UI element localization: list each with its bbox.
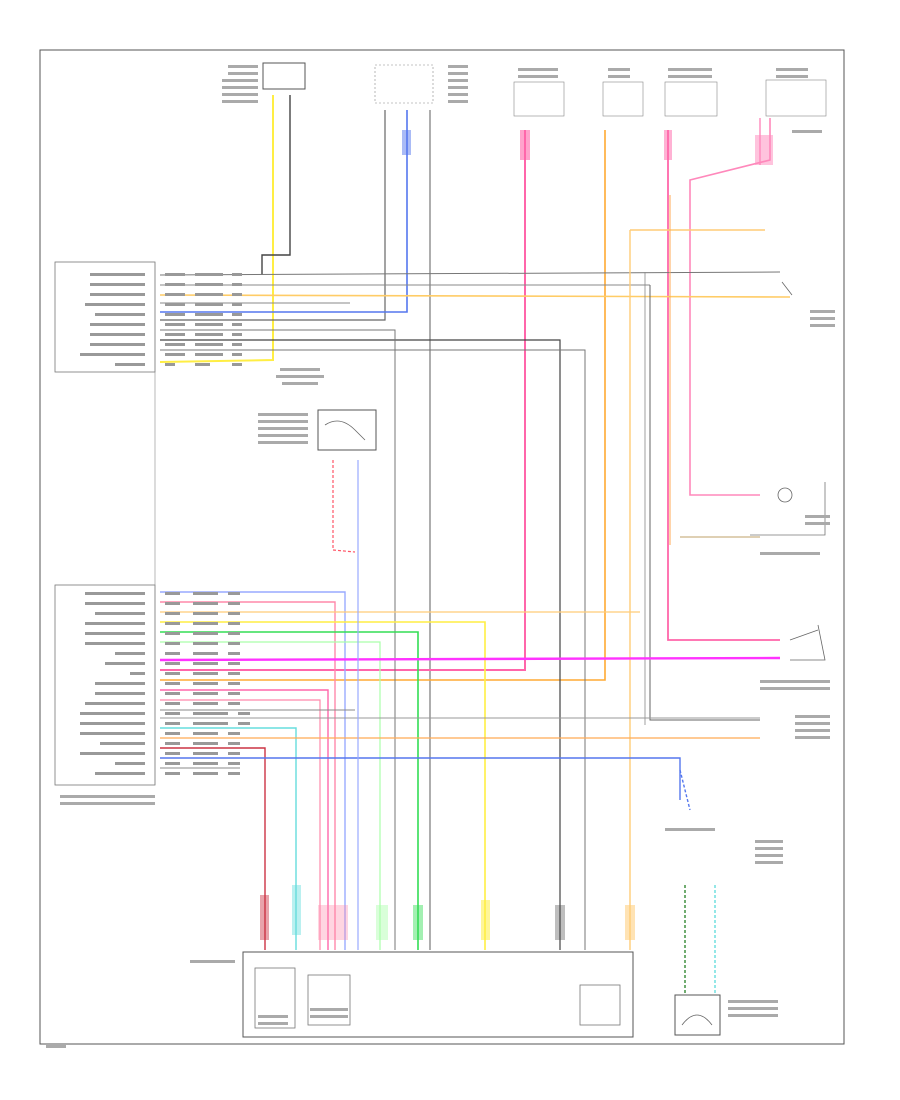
top-pin-bar-1 <box>520 130 530 160</box>
fuse-box-top <box>262 62 306 90</box>
wire-lower-lightblue <box>160 591 346 950</box>
wire-upper-3 <box>159 294 791 298</box>
pcm-pin-labels-lower <box>80 592 250 775</box>
pressure-control-solenoid <box>254 967 296 1029</box>
wire-orange-hot <box>160 130 606 681</box>
pcm-pin-labels-upper <box>80 273 242 366</box>
top-pin-bar-10 <box>481 900 490 940</box>
wire-blue-center <box>160 110 408 313</box>
wire-pink-start <box>689 118 771 496</box>
wire-pink-brake <box>160 130 526 671</box>
wire-lower-green <box>160 631 419 950</box>
wire-pink-run <box>667 130 780 641</box>
wire-lower-lightgreen <box>160 641 381 950</box>
top-pin-bar-9 <box>413 905 423 940</box>
wire-lower-magenta-1 <box>159 656 781 662</box>
speed-sensor-symbol <box>324 420 366 441</box>
instrument-cluster-boundary <box>750 482 826 536</box>
wire-upper-6 <box>160 349 586 950</box>
top-pin-bar-3 <box>755 135 773 165</box>
wire-lower-red <box>160 747 266 950</box>
hot-at-all-times-connector <box>602 81 644 117</box>
top-pin-bar-12 <box>625 905 635 940</box>
top-pin-bar-11 <box>555 905 565 940</box>
wire-lower-blue <box>160 757 681 800</box>
top-pin-bar-5 <box>260 895 269 940</box>
tcc-solenoid <box>579 984 621 1026</box>
wire-upper-7 <box>160 329 396 950</box>
wire-lower-yellow <box>160 621 486 950</box>
top-pin-bar-8 <box>376 905 388 940</box>
transmission-box <box>242 951 634 1038</box>
wire-upper-1 <box>159 271 781 276</box>
wire-lower-cyan <box>160 727 297 950</box>
speed-sensor-box <box>317 409 377 451</box>
wire-lower-pink-2 <box>160 689 329 950</box>
wire-grey-center-1 <box>160 110 386 321</box>
engine-speed-sensor-box <box>674 994 721 1036</box>
wire-lower-pink-3 <box>160 699 321 950</box>
hot-at-start-connector <box>765 79 827 117</box>
top-pin-bar-6 <box>292 885 301 935</box>
engine-speed-sensor-symbol <box>681 1014 713 1026</box>
misc-label-marks <box>46 65 835 1048</box>
top-pin-bar-4 <box>402 130 411 155</box>
shift-solenoids <box>307 974 351 1026</box>
wire-grey-right-drop <box>649 285 760 721</box>
fuel-cutoff-switch <box>781 281 793 296</box>
top-pin-bar-7 <box>318 905 348 940</box>
diagram-frame <box>39 49 845 1045</box>
transmission-switch <box>789 624 826 661</box>
wire-upper-5 <box>160 339 561 950</box>
splice-top-center <box>374 64 434 104</box>
top-pin-bar-2 <box>664 130 672 160</box>
service-lamp-bulb <box>777 487 793 503</box>
wire-lower-pink-1 <box>160 601 336 950</box>
wire-yellow-top <box>159 95 274 363</box>
wire-blue-to-sensor <box>679 769 691 811</box>
wire-black-top <box>261 95 291 275</box>
hot-in-run-connector <box>664 81 718 117</box>
wire-sensor-red <box>332 460 356 553</box>
brake-switch-connector <box>513 81 565 117</box>
